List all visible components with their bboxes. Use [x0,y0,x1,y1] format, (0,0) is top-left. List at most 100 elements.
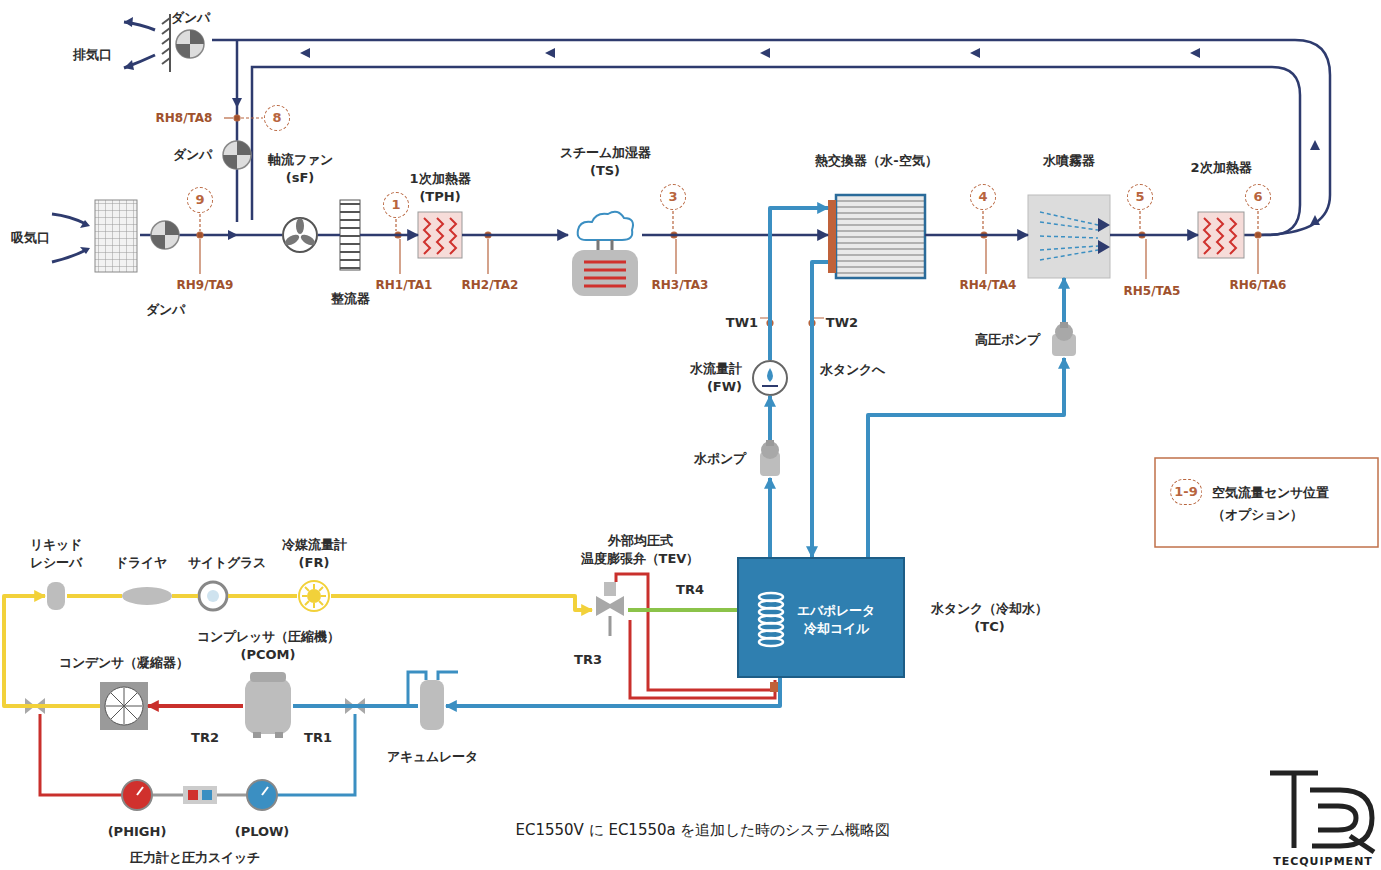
part-label: TR3 [574,652,602,668]
node-label: 軸流ファン(sF) [268,151,333,187]
pressure-switch [183,786,217,804]
water-pump [760,440,780,476]
sensor-label: RH3/TA3 [652,277,709,293]
label-text: エバポレータ 冷却コイル [792,602,880,638]
label-text: アキュムレータ [387,748,478,766]
sensor-label: RH5/TA5 [1124,283,1181,299]
sensor-label: RH8/TA8 [156,110,213,126]
label-text: 2次加熱器 [1190,159,1251,177]
part-label: TW1 [726,315,758,331]
label-text: ドライヤ [115,554,167,572]
water-pipe [768,396,772,440]
liquid-receiver [47,582,65,610]
node-label: 水噴霧器 [1043,152,1095,170]
refrigerant-pipe [628,608,750,612]
receiver-node: リキッド レシーバ [45,582,67,610]
node-label: リキッド レシーバ [25,536,87,572]
sight-glass [199,582,227,610]
callout-number: 8 [264,105,290,131]
part-label: 排気口 [73,47,112,63]
callout-number: 9 [187,187,213,213]
damper [151,30,251,249]
air-duct [318,234,340,237]
accumulator-node: アキュムレータ [418,676,446,736]
label-text: (sF) [268,169,333,187]
exhaust-arrow [124,17,134,70]
node-label: 水ポンプ [694,450,746,468]
intake-filter [95,200,137,272]
part-label: 吸気口 [11,230,50,246]
heater [1198,212,1244,258]
sensor-leader [197,115,1261,514]
logo-text: TECQUIPMENT [1273,854,1373,870]
air-duct [462,234,568,237]
callout-number: 3 [660,184,686,210]
air-duct [1110,234,1198,237]
callout-number: 6 [1245,184,1271,210]
refrigerant-pipe [228,594,297,598]
node-label: 整流器 [331,290,370,308]
heater-node: 1次加熱器(TPH) [418,212,462,258]
humidifier-node: スチーム加湿器(TS) [568,212,642,298]
label-text: 外部均圧式 温度膨張弁（TEV） [576,532,704,568]
condenser-node: コンデンサ（凝縮器） [100,682,148,730]
gauge-line [40,714,355,795]
node-label: ドライヤ [115,554,167,572]
water-flow-meter [753,361,787,395]
label-text: (PCOM) [197,646,340,664]
node-label: スチーム加湿器(TS) [560,144,651,180]
exhaust-grille [124,14,170,72]
label-text: コンデンサ（凝縮器） [59,654,189,672]
evaporator-coil-node: エバポレータ 冷却コイル [750,587,882,652]
intake-arrows [52,214,86,262]
refrigerant-flow-meter [299,581,329,611]
steam-humidifier [572,212,638,296]
flow-arrows [228,48,1320,240]
label-text: サイトグラス [188,554,266,572]
part-label: 圧力計と圧力スイッチ [130,850,260,866]
pressure-gauge [122,780,277,810]
refrigerant-pipe [148,704,243,708]
water-pipe [812,262,828,557]
callout-number: 1 [383,192,409,218]
label-text: (FR) [282,554,347,572]
part-label: TR1 [304,730,332,746]
edge-label: 水タンクへ [820,362,885,378]
dryer [122,587,172,605]
high-pressure-pump [1052,322,1076,356]
water-pipe [1062,278,1066,322]
part-label: ダンパ [146,302,185,318]
flow-straightener [340,200,360,270]
coil-symbol [754,589,788,651]
node-label: コンプレッサ（圧縮機）(PCOM) [197,628,340,664]
node-label: 水タンク（冷却水）(TC) [931,600,1048,636]
water-tank-node: 水タンク（冷却水）(TC)エバポレータ 冷却コイル [737,557,905,678]
label-text: リキッド レシーバ [25,536,87,572]
air-duct [140,40,1330,235]
node-label: 2次加熱器 [1190,159,1251,177]
dryer-node: ドライヤ [122,588,172,604]
label-text: (TPH) [409,188,470,206]
label-text: 1次加熱器 [409,170,470,188]
air-duct [360,234,418,237]
node-label: 冷媒流量計(FR) [282,536,347,572]
flow-meter-node: 水流量計(FW) [752,360,788,396]
node-label: 1次加熱器(TPH) [409,170,470,206]
air-duct [642,234,828,237]
part-label: (PHIGH) [108,824,167,840]
label-text: 水タンク（冷却水） [931,600,1048,618]
label-text: コンプレッサ（圧縮機） [197,628,340,646]
label-text: (TC) [931,618,1048,636]
node-label: 熱交換器（水-空気） [815,152,937,170]
caption: EC1550V に EC1550a を追加した時のシステム概略図 [515,822,890,838]
axial-fan-node: 軸流ファン(sF) [282,217,318,253]
label-text: 水噴霧器 [1043,152,1095,170]
sensor-label: RH4/TA4 [960,277,1017,293]
legend-box [1155,458,1378,547]
condenser [100,682,148,730]
label-text: 水ポンプ [694,450,746,468]
refrigerant-pipe [4,596,100,706]
node-label: サイトグラス [188,554,266,572]
sprayer-node: 水噴霧器 [1028,195,1110,278]
